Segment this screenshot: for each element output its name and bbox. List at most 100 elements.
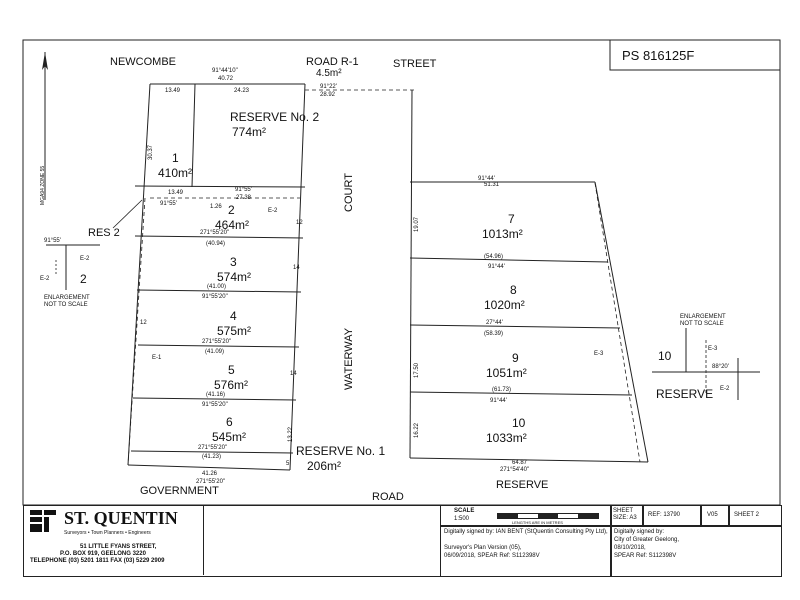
svg-text:(41.23): (41.23) bbox=[202, 454, 221, 460]
res2-label: RES 2 bbox=[88, 227, 120, 239]
version: V05 bbox=[707, 512, 718, 518]
svg-text:(41.09): (41.09) bbox=[205, 349, 224, 355]
company-address-1: 51 LITTLE FYANS STREET, bbox=[80, 544, 157, 550]
lot-3-name: 3 bbox=[230, 255, 237, 269]
svg-text:12: 12 bbox=[140, 320, 147, 326]
sheet-size-box bbox=[610, 505, 644, 527]
svg-text:E-3: E-3 bbox=[594, 351, 604, 357]
lot-4-name: 4 bbox=[230, 309, 237, 323]
svg-text:30.37: 30.37 bbox=[148, 144, 154, 160]
signed-1: Digitally signed by: IAN BENT (StQuentin… bbox=[444, 529, 608, 535]
lot-9-name: 9 bbox=[512, 351, 519, 365]
svg-text:13.22: 13.22 bbox=[288, 426, 294, 442]
svg-text:(41.00): (41.00) bbox=[207, 284, 226, 290]
svg-text:91°55'20": 91°55'20" bbox=[202, 402, 228, 408]
lot-9-area: 1051m² bbox=[486, 366, 527, 380]
svg-text:271°54'40": 271°54'40" bbox=[500, 467, 529, 473]
svg-text:12: 12 bbox=[296, 220, 303, 226]
svg-text:16.22: 16.22 bbox=[414, 422, 420, 438]
svg-text:(54.96): (54.96) bbox=[484, 254, 503, 260]
lot-reserve2-area: 774m² bbox=[232, 125, 266, 139]
lot-7-name: 7 bbox=[508, 212, 515, 226]
scale-box bbox=[440, 505, 612, 527]
svg-text:13.49: 13.49 bbox=[165, 88, 181, 94]
svg-text:1.26: 1.26 bbox=[210, 204, 222, 210]
version-box bbox=[700, 505, 730, 527]
lot-2-area: 464m² bbox=[215, 218, 249, 232]
zone-label: MGA94 ZONE 55 bbox=[40, 166, 46, 205]
lot-10-area: 1033m² bbox=[486, 431, 527, 445]
lot-reserve1-name: RESERVE No. 1 bbox=[296, 444, 385, 458]
road-court: COURT bbox=[343, 173, 355, 212]
scale-units: LENGTHS ARE IN METRES bbox=[512, 520, 563, 525]
plan-number-box bbox=[609, 39, 781, 71]
road-r1: ROAD R-1 bbox=[306, 56, 359, 68]
logo-box bbox=[23, 505, 204, 575]
svg-text:51.31: 51.31 bbox=[484, 182, 500, 188]
lot-8-name: 8 bbox=[510, 283, 517, 297]
svg-text:5: 5 bbox=[286, 461, 290, 467]
svg-text:17.50: 17.50 bbox=[414, 362, 420, 378]
svg-text:88°20': 88°20' bbox=[712, 364, 729, 370]
company-address-2: P.O. BOX 919, GEELONG 3220 bbox=[60, 551, 146, 557]
ref: REF: 13790 bbox=[648, 512, 681, 518]
svg-text:14: 14 bbox=[293, 265, 300, 271]
road-waterway: WATERWAY bbox=[343, 327, 355, 390]
svg-text:271°55'20": 271°55'20" bbox=[202, 339, 231, 345]
signed-2b: City of Greater Geelong, bbox=[614, 537, 680, 543]
sheet-number: SHEET 2 bbox=[734, 512, 759, 518]
lot-reserve2-name: RESERVE No. 2 bbox=[230, 110, 319, 124]
signature-box-2 bbox=[610, 525, 782, 577]
signed-2: Digitally signed by: bbox=[614, 529, 665, 535]
svg-text:(41.16): (41.16) bbox=[206, 392, 225, 398]
svg-text:271°55'20": 271°55'20" bbox=[196, 479, 225, 485]
road-road: ROAD bbox=[372, 491, 404, 503]
road-street: STREET bbox=[393, 58, 437, 70]
svg-text:41.26: 41.26 bbox=[202, 471, 218, 477]
lot-4-area: 575m² bbox=[217, 324, 251, 338]
lot-reserve1-area: 206m² bbox=[307, 459, 341, 473]
svg-text:271°55'20": 271°55'20" bbox=[200, 230, 229, 236]
lot-1-name: 1 bbox=[172, 151, 179, 165]
company-logo-icon bbox=[30, 510, 58, 534]
dimension-labels: 91°44'10" 40.72 13.49 24.23 91°22' 28.92… bbox=[140, 68, 604, 485]
svg-text:(58.39): (58.39) bbox=[484, 331, 503, 337]
svg-text:91°44': 91°44' bbox=[488, 264, 505, 270]
svg-text:19.07: 19.07 bbox=[414, 216, 420, 232]
svg-text:E-2: E-2 bbox=[40, 276, 50, 282]
svg-text:91°55': 91°55' bbox=[235, 187, 252, 193]
svg-text:E-2: E-2 bbox=[268, 208, 278, 214]
svg-text:10: 10 bbox=[658, 349, 672, 363]
svg-text:27.38: 27.38 bbox=[236, 195, 252, 201]
svg-text:91°44': 91°44' bbox=[490, 398, 507, 404]
right-block bbox=[409, 89, 649, 463]
scale-label: SCALE bbox=[454, 508, 475, 514]
lot-2-name: 2 bbox=[228, 203, 235, 217]
svg-text:91°44'10": 91°44'10" bbox=[212, 68, 238, 74]
company-phone: TELEPHONE (03) 5201 1811 FAX (03) 5229 2… bbox=[30, 558, 165, 564]
lot-6-area: 545m² bbox=[212, 430, 246, 444]
road-newcombe: NEWCOMBE bbox=[110, 56, 176, 68]
svg-text:24.23: 24.23 bbox=[234, 88, 250, 94]
lot-7-area: 1013m² bbox=[482, 227, 523, 241]
lot-10-name: 10 bbox=[512, 416, 526, 430]
svg-text:91°55': 91°55' bbox=[44, 238, 61, 244]
signed-1c: 06/09/2018, SPEAR Ref: S112398V bbox=[444, 553, 540, 559]
res2-pointer bbox=[112, 199, 143, 229]
road-reserve: RESERVE bbox=[496, 479, 548, 491]
signed-2d: SPEAR Ref: S112398V bbox=[614, 553, 677, 559]
svg-text:27°44': 27°44' bbox=[486, 320, 503, 326]
signed-1b: Surveyor's Plan Version (05), bbox=[444, 545, 522, 551]
signature-box-1 bbox=[440, 525, 612, 577]
svg-text:28.92: 28.92 bbox=[320, 92, 336, 98]
svg-text:E-2: E-2 bbox=[720, 386, 730, 392]
company-tagline: Surveyors • Town Planners • Engineers bbox=[64, 530, 151, 536]
sheet-box bbox=[728, 505, 782, 527]
company-name: ST. QUENTIN bbox=[64, 508, 178, 528]
svg-text:E-1: E-1 bbox=[152, 355, 162, 361]
lot-6-name: 6 bbox=[226, 415, 233, 429]
